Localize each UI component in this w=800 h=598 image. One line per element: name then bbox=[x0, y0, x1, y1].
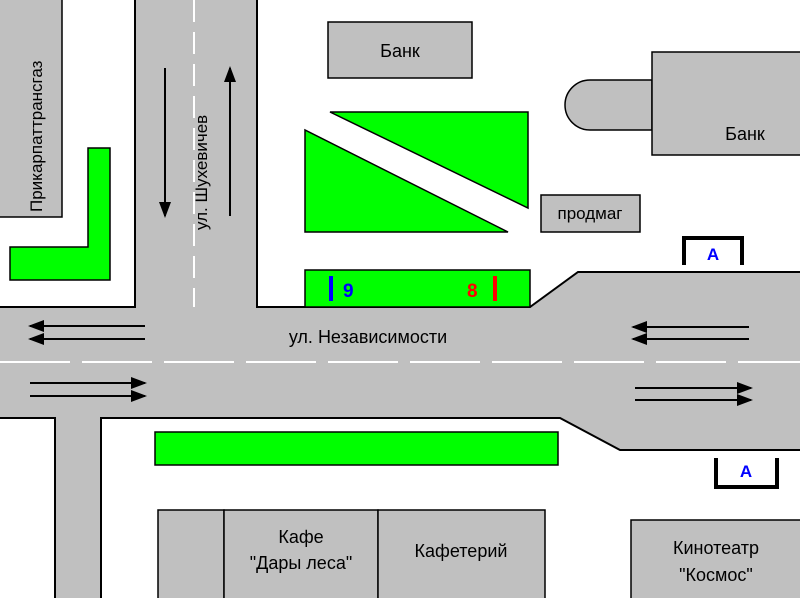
building-bank-1 bbox=[327, 21, 473, 79]
green-triangle-upper bbox=[329, 111, 529, 210]
route-8-label: 8 bbox=[467, 281, 478, 302]
bus-stop-top bbox=[682, 236, 744, 265]
bus-stop-bottom bbox=[714, 458, 779, 489]
building-unnamed bbox=[157, 509, 225, 598]
building-cinema bbox=[630, 519, 800, 598]
label-nezavisimosti: ул. Независимости bbox=[289, 327, 447, 347]
green-triangle-lower bbox=[304, 128, 509, 233]
label-cafe-1: Кафе bbox=[278, 527, 323, 547]
green-areas bbox=[9, 111, 559, 466]
label-bank-1: Банк bbox=[380, 41, 420, 61]
building-cafeteria bbox=[377, 509, 546, 598]
route-8-marker bbox=[493, 276, 497, 301]
green-strip-stop bbox=[304, 269, 531, 308]
green-l-shape bbox=[9, 147, 111, 281]
road-side-lower bbox=[55, 418, 101, 598]
label-prodmag: продмаг bbox=[557, 204, 622, 223]
building-prikarpat bbox=[0, 0, 63, 218]
building-prodmag bbox=[540, 194, 641, 233]
label-shukhevichev: ул. Шухевичев bbox=[192, 115, 211, 230]
route-9-label: 9 bbox=[343, 281, 354, 302]
label-cinema-2: "Космос" bbox=[679, 565, 753, 585]
label-bank-2: Банк bbox=[725, 124, 765, 144]
label-prikarpat: Прикарпаттрансгаз bbox=[27, 60, 46, 212]
label-cinema-1: Кинотеатр bbox=[673, 538, 759, 558]
lane-arrows bbox=[28, 66, 753, 406]
road-shukhevichev bbox=[135, 0, 257, 307]
building-bank-2 bbox=[564, 79, 653, 131]
label-cafe-2: "Дары леса" bbox=[250, 553, 352, 573]
green-strip-lower bbox=[154, 431, 559, 466]
route-9-marker bbox=[329, 276, 333, 301]
bus-stop-bottom-label: А bbox=[740, 462, 752, 481]
label-cafeteria: Кафетерий bbox=[415, 541, 508, 561]
bus-stop-top-label: А bbox=[707, 245, 719, 264]
road-nezavisimosti bbox=[0, 272, 800, 450]
